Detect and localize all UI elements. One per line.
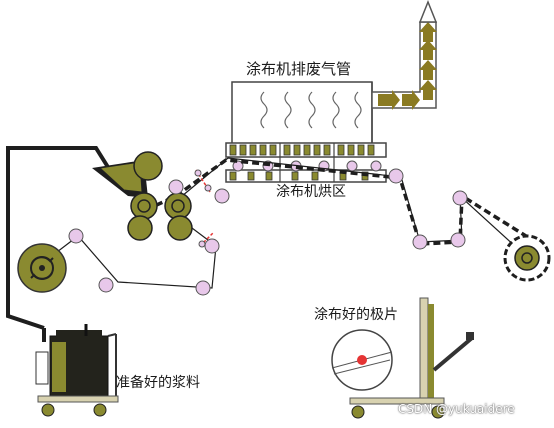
tension-arms [194,169,215,248]
unwind-reel-icon [17,243,67,293]
coating-head [92,151,193,241]
watermark: CSDN @yukuaidere [398,402,515,416]
slurry-tank-cart [35,324,119,417]
idler-rollers [68,168,468,296]
heat-waves [260,91,362,129]
electrode-reel-stand [331,297,474,419]
drying-oven-label: 涂布机烘区 [276,184,346,200]
exhaust-duct-label: 涂布机排废气管 [246,60,352,78]
prepared-slurry-label: 准备好的浆料 [116,375,200,391]
coated-electrode-label: 涂布好的极片 [314,307,398,323]
take-up-reel-icon [503,234,551,282]
exhaust-arrow-icon [378,22,437,110]
exhaust-pipe [371,0,438,110]
exhaust-hood [231,81,373,145]
drying-oven [225,142,387,183]
slurry-feed-line [6,146,118,330]
